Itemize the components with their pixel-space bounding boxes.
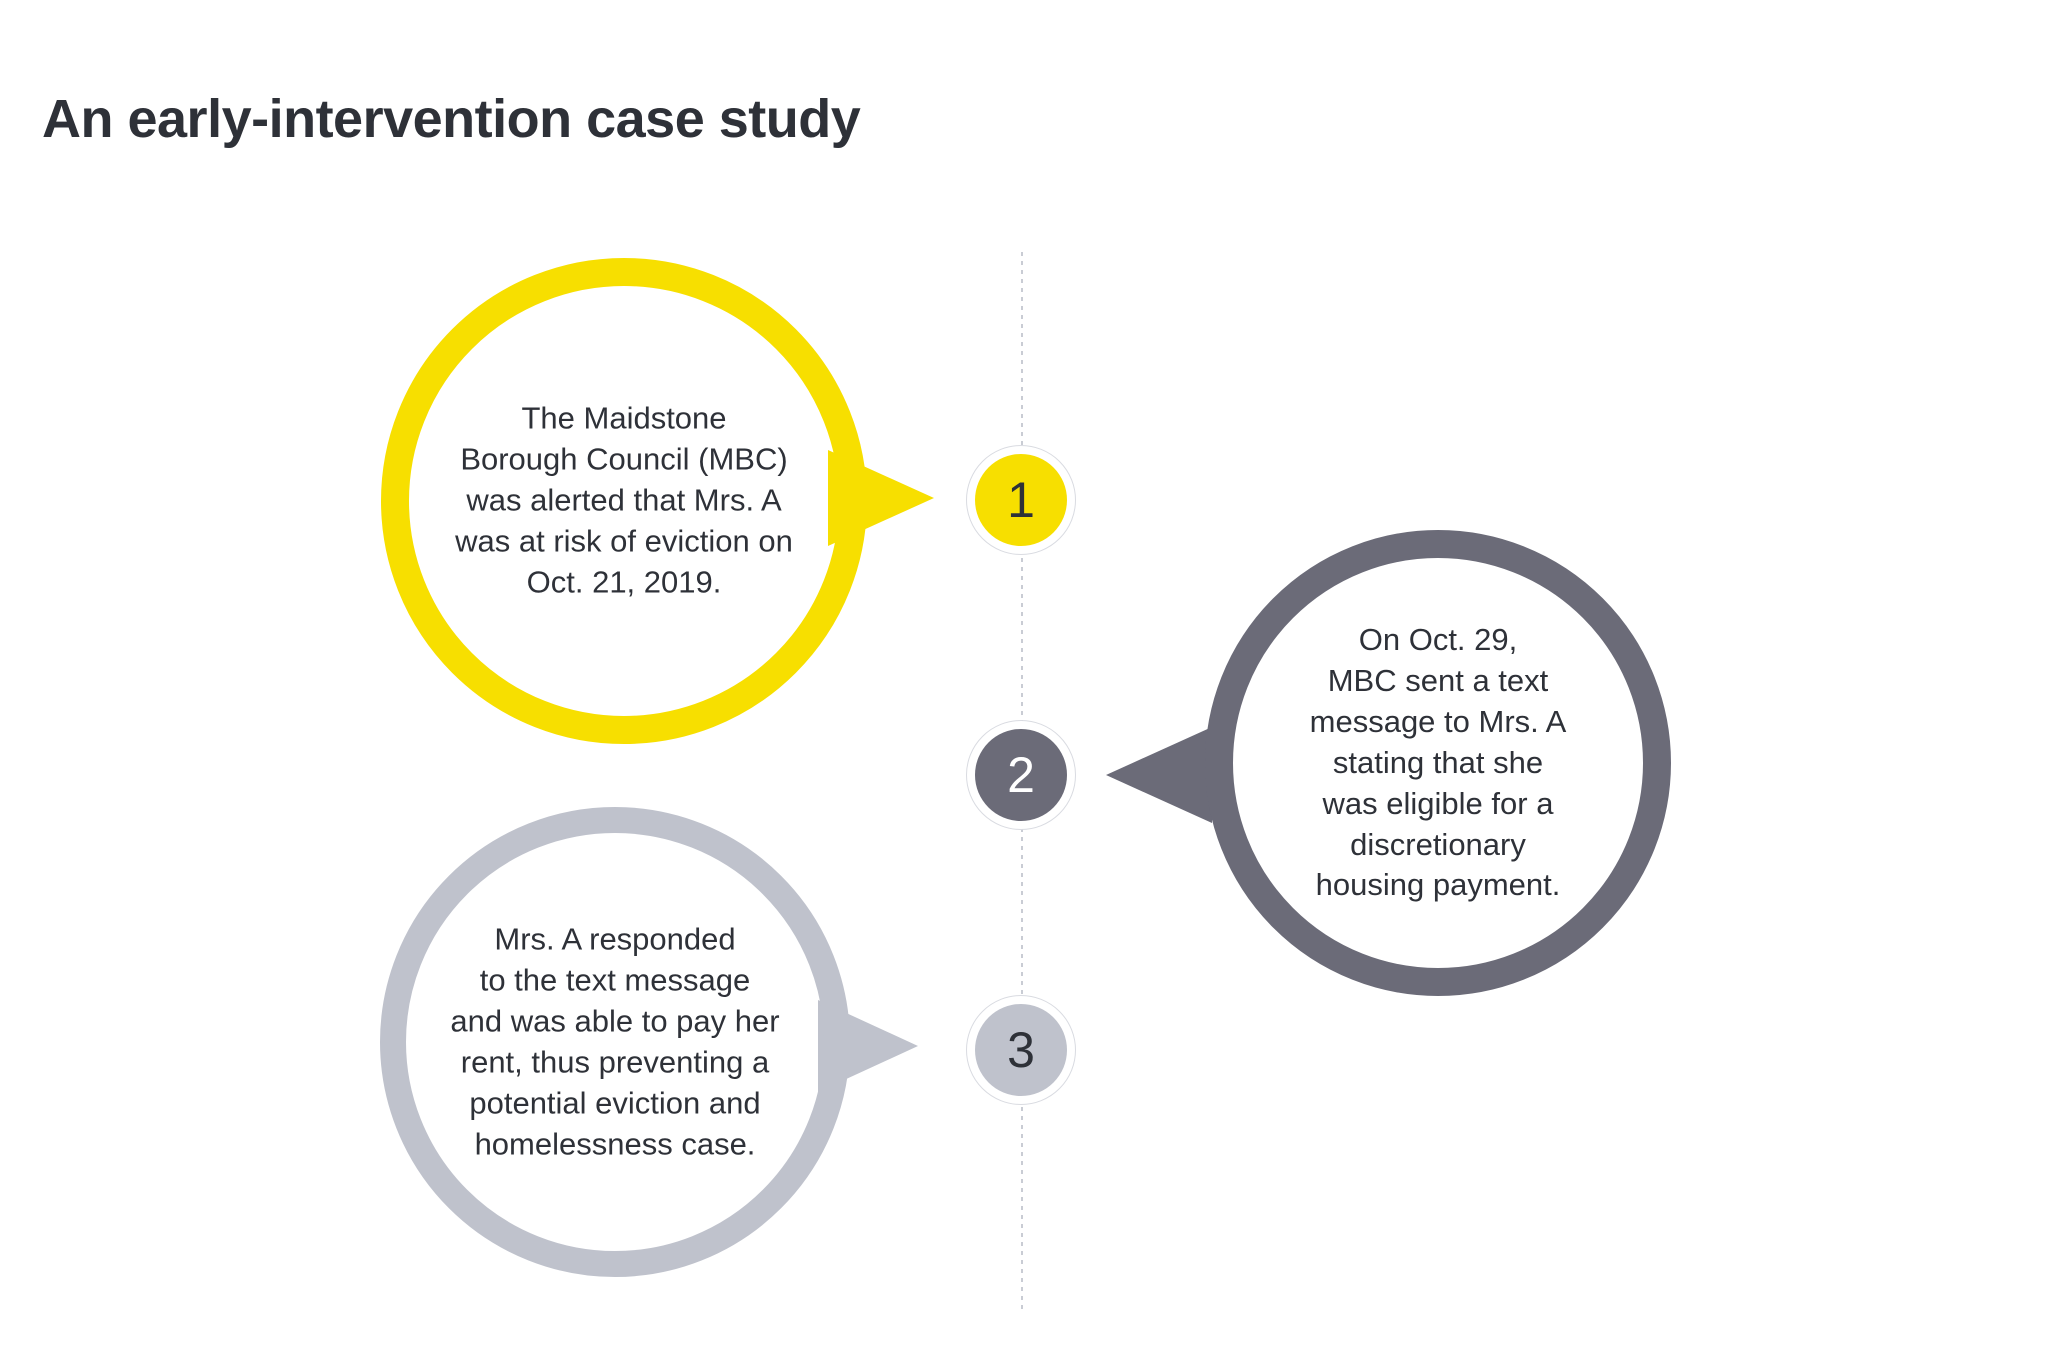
step-marker-3[interactable]: 3: [966, 995, 1076, 1105]
step-number-3: 3: [975, 1004, 1067, 1096]
page-title: An early-intervention case study: [42, 89, 861, 150]
step-text-1: The Maidstone Borough Council (MBC) was …: [455, 400, 793, 600]
step-bubble-3: Mrs. A responded to the text message and…: [380, 807, 850, 1277]
step-text-2: On Oct. 29, MBC sent a text message to M…: [1309, 621, 1567, 903]
step-marker-2[interactable]: 2: [966, 720, 1076, 830]
step-marker-1[interactable]: 1: [966, 445, 1076, 555]
step-text-3: Mrs. A responded to the text message and…: [450, 921, 780, 1161]
step-bubble-1: The Maidstone Borough Council (MBC) was …: [381, 258, 867, 744]
step-number-1: 1: [975, 454, 1067, 546]
step-number-2: 2: [975, 729, 1067, 821]
step-bubble-2: On Oct. 29, MBC sent a text message to M…: [1205, 530, 1671, 996]
step-bubble-tail-2: [1106, 727, 1212, 823]
